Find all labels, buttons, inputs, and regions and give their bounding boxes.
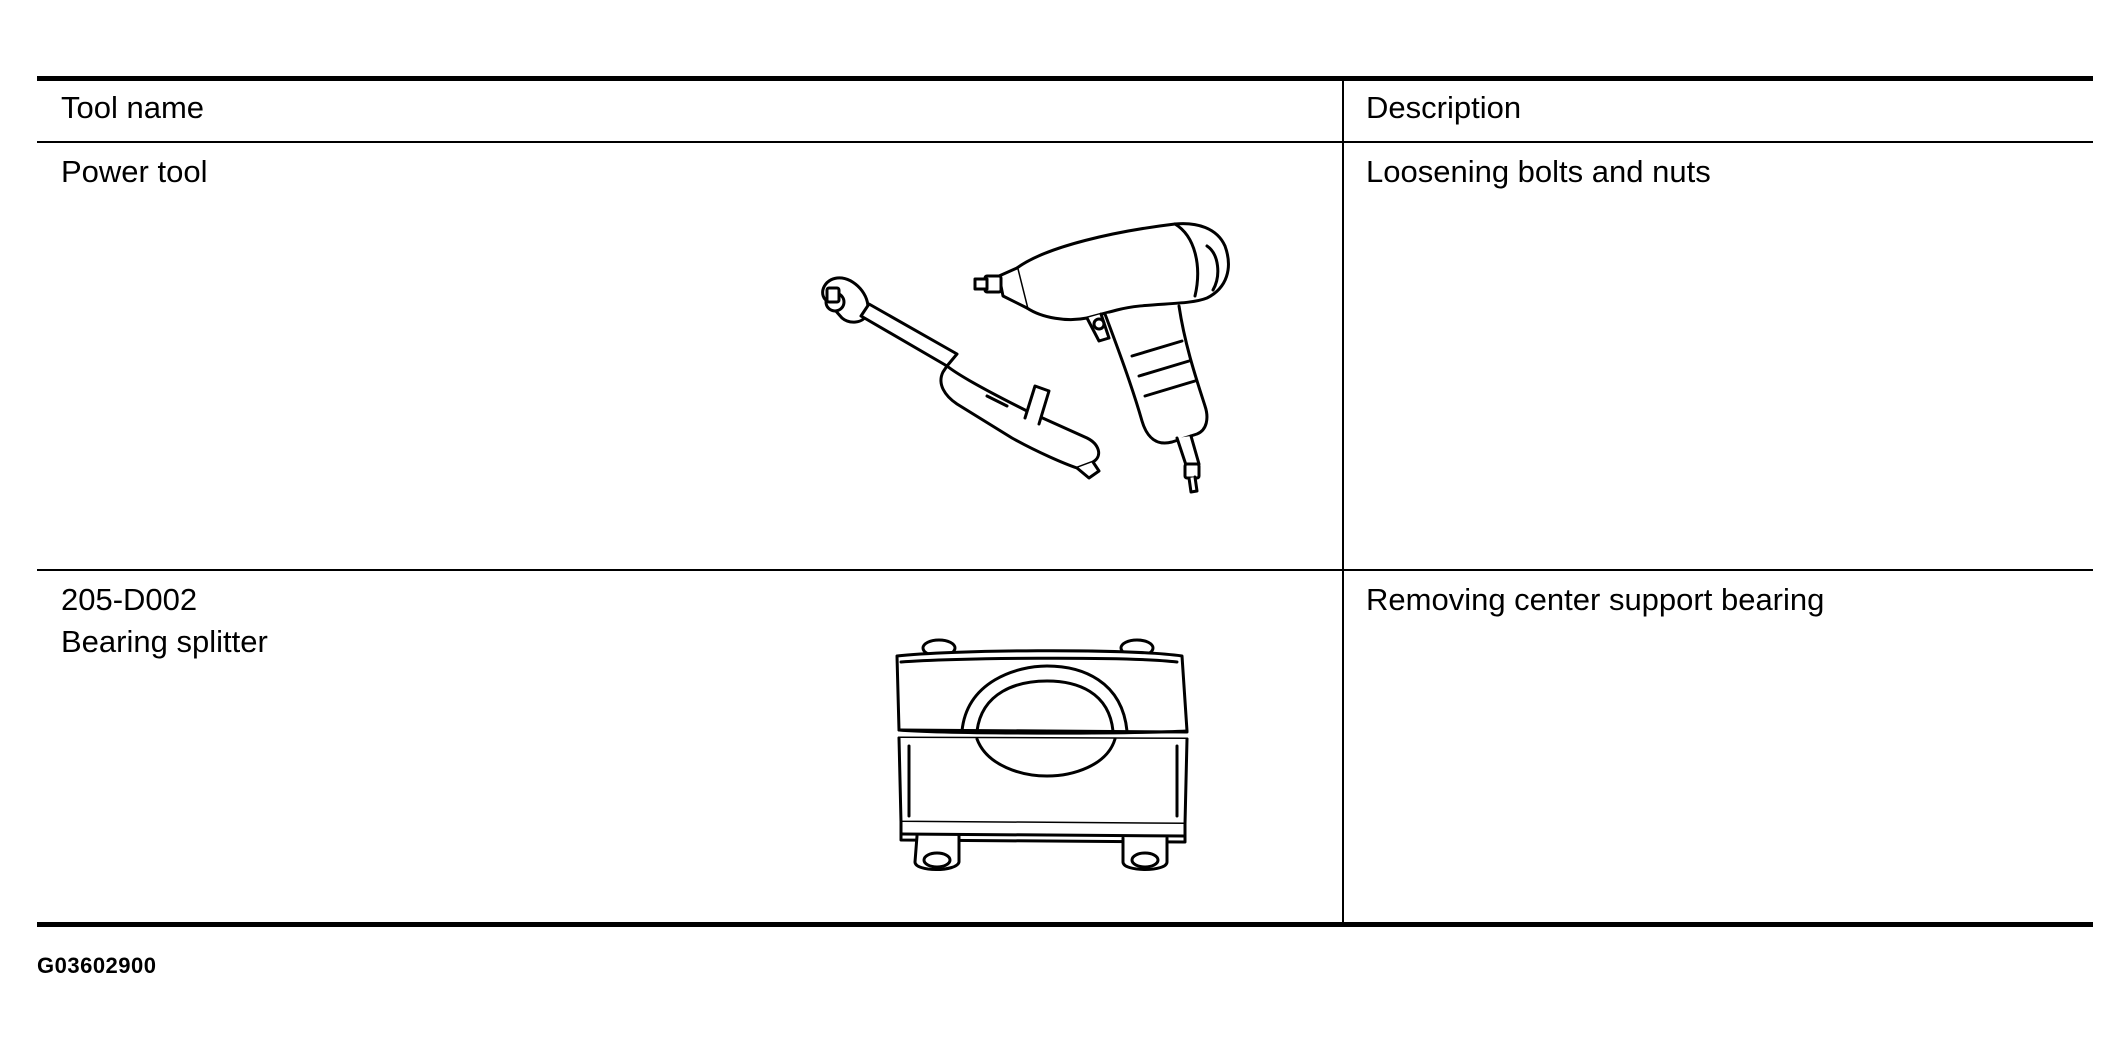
row-2-tool-name: Bearing splitter — [61, 624, 268, 659]
figure-code: G03602900 — [37, 953, 157, 978]
impact-wrench — [973, 222, 1230, 494]
ratchet-wrench — [821, 276, 1101, 480]
header-tool-name: Tool name — [61, 90, 205, 125]
row-2-description: Removing center support bearing — [1366, 582, 1825, 617]
header-rule — [37, 141, 2093, 143]
row-1-tool-name: Power tool — [61, 154, 208, 189]
row-rule — [37, 569, 2093, 571]
row-1-description: Loosening bolts and nuts — [1366, 154, 1711, 189]
bearing-splitter-drawing — [895, 638, 1189, 871]
power-tools-drawing — [821, 222, 1230, 494]
row-2-tool-number: 205-D002 — [61, 582, 198, 617]
header-description: Description — [1366, 90, 1522, 125]
special-tools-table: Tool name Description Power tool Looseni… — [37, 76, 2093, 927]
column-divider — [1342, 81, 1344, 922]
